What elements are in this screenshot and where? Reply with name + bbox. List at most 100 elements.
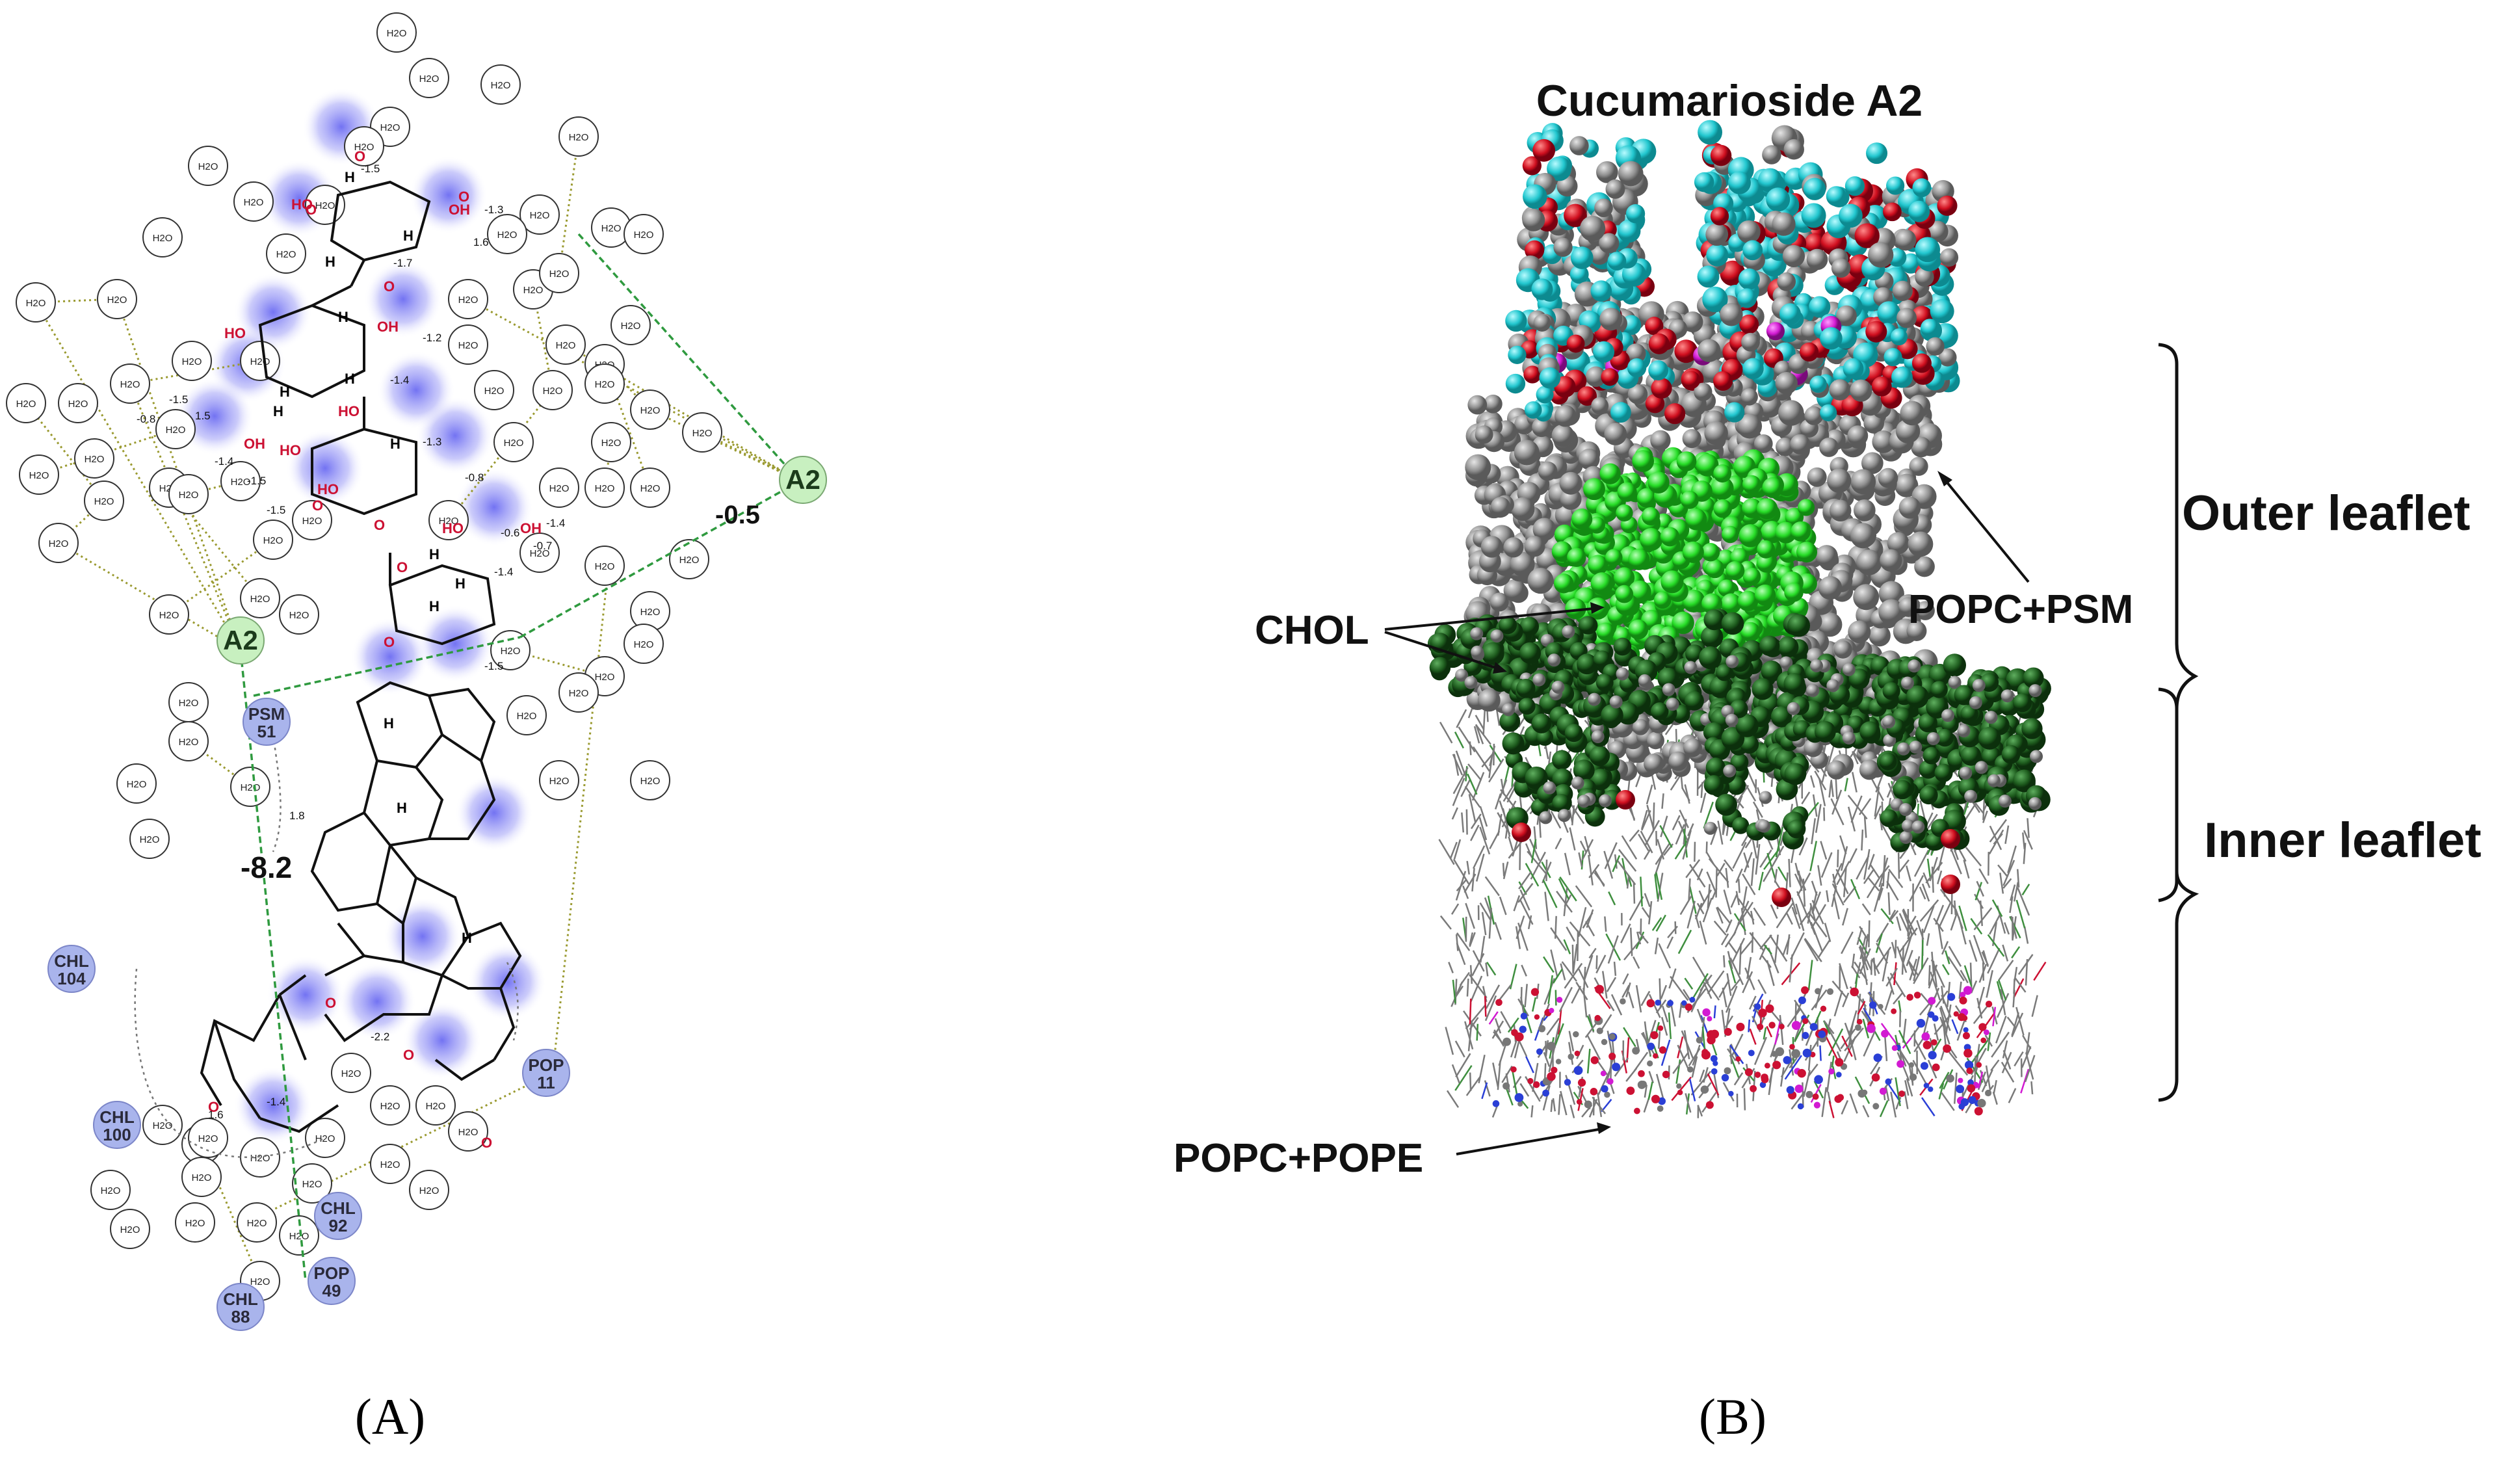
lipid-stick <box>1484 995 1497 1021</box>
hbond-line <box>188 480 241 495</box>
lipid-stick <box>2016 869 2020 888</box>
cholesterol-atom-sphere <box>1519 616 1540 637</box>
headgroup-atom <box>1710 1029 1720 1039</box>
lipid-stick <box>1510 1036 1519 1058</box>
headgroup-atom <box>1797 1103 1804 1110</box>
glycoside-atom-sphere <box>1839 204 1863 228</box>
lipid-stick <box>1450 903 1460 915</box>
hydrogen-sphere <box>1972 679 1986 692</box>
cholesterol-atom-sphere <box>1632 450 1655 472</box>
headgroup-atom <box>1974 1107 1983 1116</box>
glycoside-atom-sphere <box>1738 268 1760 290</box>
headgroup-atom <box>1885 1078 1892 1085</box>
lipid-stick <box>1511 1068 1518 1096</box>
lipid-stick <box>1713 920 1727 936</box>
lipid-stick <box>1973 1003 1991 1024</box>
lipid-stick <box>1896 916 1902 931</box>
lipid-atom-sphere <box>1850 523 1876 549</box>
headgroup-atom <box>1736 1022 1745 1031</box>
lipid-stick <box>1818 778 1826 806</box>
glycoside-atom-sphere <box>1522 208 1545 231</box>
svg-text:H2O: H2O <box>601 438 622 449</box>
headgroup-atom <box>1744 1068 1753 1076</box>
lipid-stick <box>1604 916 1607 932</box>
hydrogen-sphere <box>1543 781 1556 795</box>
lipid-stick <box>1720 933 1729 945</box>
solvent-halo <box>403 1001 481 1079</box>
lipid-stick <box>1768 1067 1774 1096</box>
lipid-stick <box>1515 926 1521 949</box>
lipid-stick <box>1694 914 1700 929</box>
svg-text:H2O: H2O <box>120 379 140 390</box>
glycoside-atom-sphere <box>1697 265 1720 288</box>
lipid-atom-sphere <box>1480 536 1503 558</box>
headgroup-atom <box>1612 1062 1621 1072</box>
lipid-stick <box>1576 1044 1584 1059</box>
lipid-atom-sphere <box>1827 468 1852 493</box>
lipid-stick <box>1987 947 2001 974</box>
cholesterol-atom-sphere <box>1499 616 1517 635</box>
svg-text:H2O: H2O <box>621 321 641 332</box>
lipid-stick <box>1913 1038 1926 1061</box>
lipid-stick <box>1729 957 1744 986</box>
lipid-stick <box>1863 934 1869 960</box>
glycoside-atom-sphere <box>1698 120 1723 145</box>
lipid-atom-sphere <box>1859 759 1880 780</box>
lipid-stick <box>1929 1038 1935 1053</box>
headgroup-atom <box>1837 1094 1844 1101</box>
svg-text:H2O: H2O <box>354 142 374 153</box>
lipid-stick <box>1786 913 1793 925</box>
lipid-stick <box>1886 880 1899 901</box>
water-molecule: H2O <box>591 422 631 462</box>
cholesterol-atom-sphere <box>1879 752 1897 771</box>
solvent-halo <box>234 1066 312 1144</box>
lipid-stick <box>1883 1034 1888 1061</box>
lipid-stick <box>1525 843 1533 858</box>
glycoside-atom-sphere <box>1844 176 1865 196</box>
lipid-stick <box>2004 825 2010 844</box>
svg-text:H2O: H2O <box>153 1120 173 1131</box>
lipid-stick <box>1740 940 1753 955</box>
headgroup-atom <box>1604 1091 1610 1098</box>
cholesterol-atom-sphere <box>1978 726 2001 750</box>
headgroup-atom <box>1750 1085 1757 1092</box>
lipid-stick <box>1677 821 1689 842</box>
energy-value: -0.8 <box>465 471 484 484</box>
glycoside-atom-sphere <box>1727 171 1751 194</box>
lipid-stick <box>1716 862 1726 876</box>
lipid-stick <box>1685 1093 1692 1113</box>
lipid-stick <box>1683 828 1688 858</box>
water-molecule: H2O <box>344 126 384 166</box>
lipid-stick <box>1601 1014 1612 1031</box>
lipid-stick <box>1532 1062 1539 1092</box>
headgroup-atom <box>1818 1030 1826 1038</box>
cholesterol-atom-sphere <box>1571 508 1593 530</box>
glycoside-atom-sphere <box>1757 168 1783 192</box>
lipid-stick <box>1550 949 1558 978</box>
headgroup-atom <box>1812 1093 1819 1100</box>
lipid-stick <box>1811 904 1827 929</box>
lipid-stick <box>1826 890 1830 903</box>
lipid-atom-sphere <box>1856 549 1882 575</box>
headgroup-atom <box>1908 1062 1915 1068</box>
hydrogen-sphere <box>1662 683 1675 696</box>
svg-text:H2O: H2O <box>250 1276 270 1287</box>
hydroxyl-label: HO <box>442 520 464 536</box>
headgroup-atom <box>1775 1047 1785 1057</box>
solvent-halo <box>468 943 546 1021</box>
headgroup-atom <box>1657 1025 1664 1031</box>
lipid-stick <box>1662 1005 1669 1023</box>
headgroup-atom <box>1958 1077 1963 1083</box>
headgroup-atom <box>1657 1105 1664 1112</box>
solvent-halo <box>410 156 488 234</box>
lipid-stick <box>1971 1048 1987 1075</box>
glycoside-atom-sphere <box>1886 176 1905 195</box>
lipid-stick <box>1689 863 1706 888</box>
glycoside-atom-sphere <box>1533 314 1551 332</box>
lipid-atom-sphere <box>1790 434 1811 455</box>
lipid-stick <box>1965 847 1982 867</box>
cholesterol-atom-sphere <box>1716 664 1733 681</box>
lipid-stick <box>1691 1056 1698 1078</box>
cholesterol-atom-sphere <box>1499 711 1521 732</box>
cholesterol-atom-sphere <box>2021 718 2043 739</box>
